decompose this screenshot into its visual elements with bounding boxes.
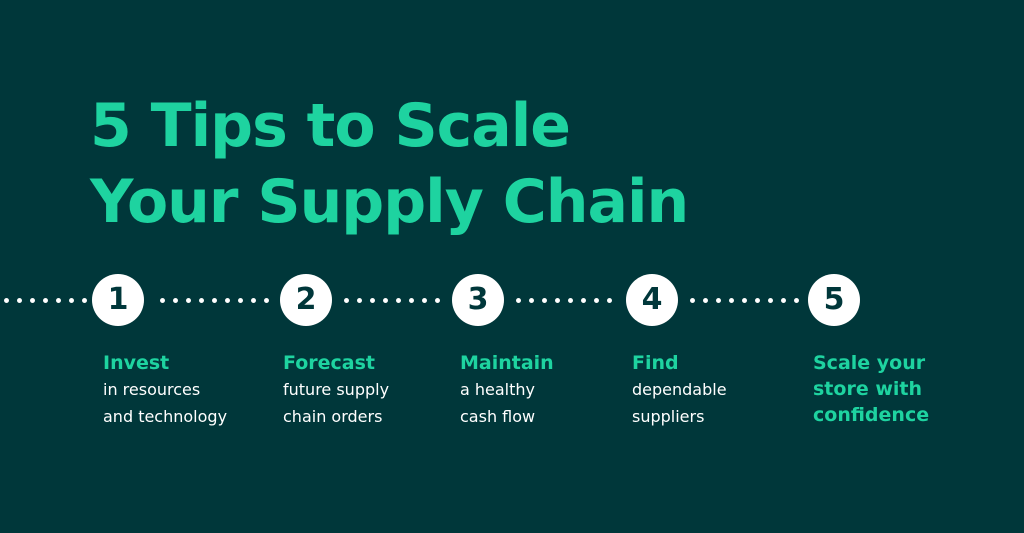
tip-heading: Forecast	[283, 352, 375, 374]
dotted-connector	[512, 298, 620, 303]
step-number-3: 3	[452, 274, 504, 326]
dotted-connector	[156, 298, 274, 303]
tip-2: Forecast future supply chain orders	[283, 350, 389, 430]
tip-heading-line: store with	[813, 378, 922, 400]
tip-description-line: a healthy	[460, 380, 536, 399]
dotted-connector	[340, 298, 448, 303]
tip-heading: Scale your store with confidence	[813, 350, 929, 428]
tip-description-line: future supply	[283, 380, 390, 399]
tip-description-line: chain orders	[283, 407, 383, 426]
tip-heading-line: Scale your	[813, 352, 926, 374]
tip-description-line: cash flow	[460, 407, 536, 426]
step-number-1: 1	[92, 274, 144, 326]
tip-description-line: and technology	[103, 407, 228, 426]
tip-heading-line: confidence	[813, 404, 930, 426]
tip-description-line: in resources	[103, 380, 201, 399]
tip-description: a healthy cash flow	[460, 376, 554, 430]
title-line-1: 5 Tips to Scale	[90, 91, 571, 161]
tip-3: Maintain a healthy cash flow	[460, 350, 554, 430]
dotted-connector	[686, 298, 806, 303]
tip-description: dependable suppliers	[632, 376, 727, 430]
step-number-2: 2	[280, 274, 332, 326]
steps-timeline: 1 2 3 4 5	[0, 270, 1024, 330]
dotted-connector	[0, 298, 88, 303]
tip-heading: Find	[632, 352, 679, 374]
tip-description: future supply chain orders	[283, 376, 389, 430]
page-title: 5 Tips to Scale Your Supply Chain	[90, 88, 689, 240]
tip-1: Invest in resources and technology	[103, 350, 227, 430]
tip-description-line: dependable	[632, 380, 727, 399]
tip-4: Find dependable suppliers	[632, 350, 727, 430]
tip-description-line: suppliers	[632, 407, 705, 426]
step-number-4: 4	[626, 274, 678, 326]
tip-5: Scale your store with confidence	[813, 350, 929, 428]
step-number-5: 5	[808, 274, 860, 326]
tip-description: in resources and technology	[103, 376, 227, 430]
tip-heading: Invest	[103, 352, 170, 374]
title-line-2: Your Supply Chain	[90, 167, 689, 237]
tip-heading: Maintain	[460, 352, 554, 374]
